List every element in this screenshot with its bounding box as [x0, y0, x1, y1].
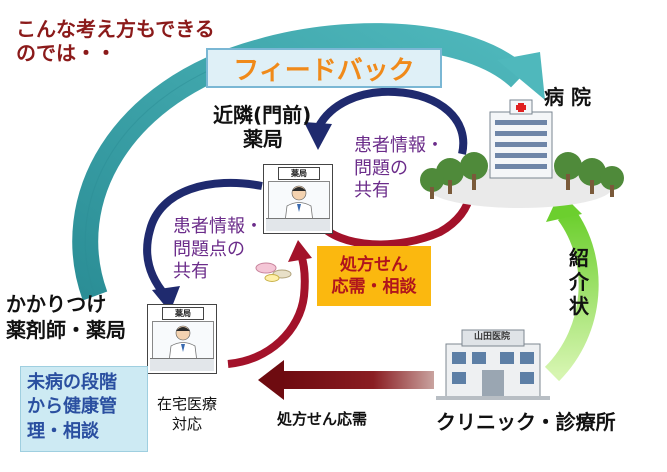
rx-box-line-1: 処方せん	[340, 254, 408, 275]
feedback-box: フィードバック	[206, 48, 442, 88]
prescription-flow-arrow	[258, 360, 434, 400]
shared-left-line-1: 患者情報・	[173, 216, 263, 237]
family-pharmacy-label: かかりつけ 薬剤師・薬局	[6, 291, 126, 343]
shared-left-line-2: 問題点の	[173, 238, 245, 260]
referral-char-1: 紹	[569, 246, 589, 270]
hospital-label: 病 院	[544, 85, 591, 109]
rx-box-line-2: 応需・相談	[331, 277, 417, 297]
home-care-label: 在宅医療 対応	[157, 395, 217, 434]
nearby-pharmacy-line-2: 薬局	[243, 126, 283, 151]
family-pharmacy-line-1: かかりつけ	[6, 292, 107, 316]
mibyou-line-2: から健康管	[27, 396, 117, 418]
referral-char-3: 状	[569, 294, 589, 318]
home-care-line-2: 対応	[172, 414, 203, 433]
pharmacist-icon	[168, 325, 198, 363]
nearby-pharmacy-line-1: 近隣(門前)	[213, 103, 312, 127]
shared-info-top: 患者情報・ 問題の 共有	[354, 135, 444, 203]
nearby-pharmacy-illustration: 薬局	[263, 164, 333, 234]
pills-icon	[255, 262, 292, 282]
mibyou-line-1: 未病の段階	[27, 372, 117, 393]
pharmacist-icon	[284, 185, 314, 223]
family-cycle-arrows	[143, 178, 312, 368]
referral-char-2: 介	[569, 270, 589, 294]
clinic-label: クリニック・診療所	[436, 410, 616, 434]
referral-label: 紹 介 状	[569, 246, 589, 318]
family-pharmacy-line-2: 薬剤師・薬局	[6, 318, 126, 342]
preventive-care-box: 未病の段階 から健康管 理・相談	[20, 366, 148, 452]
pharmacy-sign: 薬局	[162, 307, 204, 320]
referral-arrow	[544, 192, 599, 382]
home-care-line-1: 在宅医療	[157, 395, 218, 413]
shared-top-line-2: 問題の	[354, 157, 408, 179]
mibyou-line-3: 理・相談	[27, 420, 99, 442]
callout-text: こんな考え方もできる のでは・・	[16, 17, 215, 65]
shared-top-line-1: 患者情報・	[354, 135, 444, 156]
callout-line-1: こんな考え方もできる	[16, 17, 215, 41]
shared-top-line-3: 共有	[354, 180, 390, 201]
family-pharmacy-illustration: 薬局	[147, 304, 217, 374]
callout-line-2: のでは・・	[16, 40, 116, 65]
clinic-sign: 山田医院	[474, 332, 511, 342]
clinic-illustration	[436, 329, 550, 400]
shared-left-line-3: 共有	[173, 261, 209, 282]
nearby-pharmacy-label: 近隣(門前) 薬局	[213, 103, 312, 151]
prescription-consult-box: 処方せん 応需・相談	[317, 246, 431, 306]
hospital-illustration	[420, 99, 624, 208]
prescription-flow-label: 処方せん応需	[277, 410, 368, 428]
pharmacy-sign: 薬局	[278, 167, 320, 180]
shared-info-left: 患者情報・ 問題点の 共有	[173, 216, 263, 284]
